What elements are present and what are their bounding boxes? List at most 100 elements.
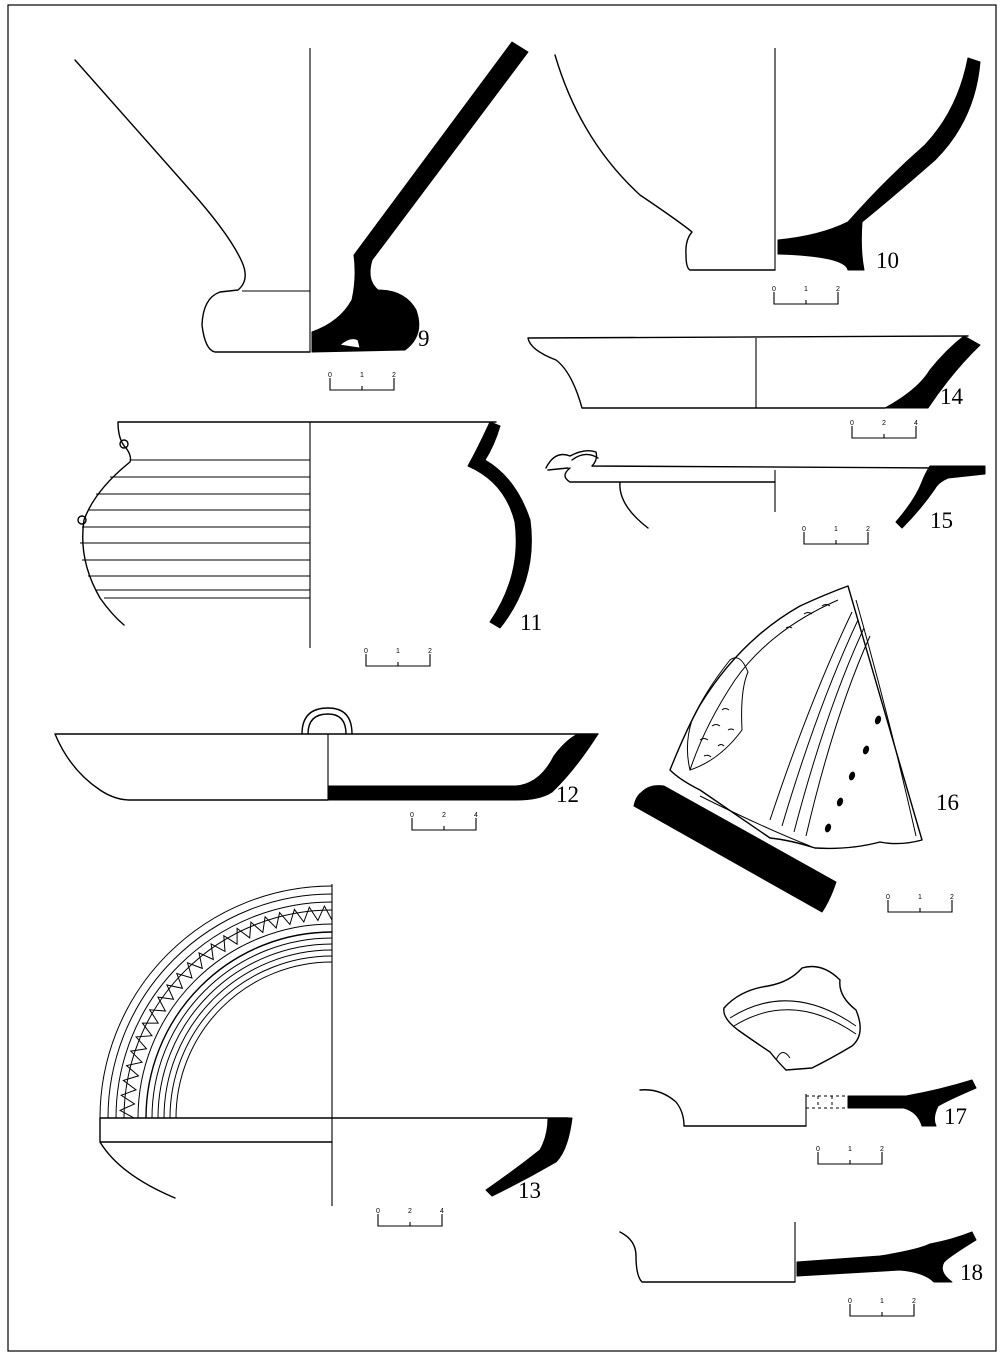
fig17-plan-ring-1 [729,1000,857,1027]
fig16-wear-marks [699,604,831,758]
fig10-scale-2: 2 [836,286,840,293]
fig16-inner-rim-line [689,599,839,771]
fig12-scale-2: 2 [442,812,446,819]
fig15-label: 15 [930,508,953,533]
figure-12: 12 0 2 4 [54,707,599,831]
fig11-scale-2: 2 [428,648,432,655]
fig14-profile-outline [527,335,969,409]
fig11-label: 11 [520,610,542,635]
figure-18: 18 0 1 2 [619,1222,983,1317]
fig15-handle [571,453,599,461]
fig13-scale-2: 2 [408,1208,412,1215]
fig13-scale-0: 0 [376,1208,380,1215]
fig9-section-void [339,338,361,349]
figure-15: 15 0 1 2 [545,449,986,545]
fig16-band-line-4 [805,635,871,837]
fig11-lug-lower [77,515,87,525]
fig18-section [796,1231,977,1283]
fig17-profile-outline [639,1089,807,1127]
fig16-worn-area [686,657,749,771]
fig15-scale-0: 0 [802,526,806,533]
fig17-plan-foot-mark [775,1052,791,1061]
fig15-scale-2: 2 [866,526,870,533]
figure-13: 13 0 2 4 [99,884,573,1227]
fig11-profile-outline [82,421,497,626]
fig16-band-line-3 [793,627,865,833]
fig16-sherd-outline [669,585,923,850]
fig12-label: 12 [556,782,579,807]
fig13-plan-view-rings [99,885,333,1119]
figure-10: 10 0 1 2 [554,48,981,305]
fig16-base-line [699,795,811,847]
fig9-scale-bar: 0 1 2 [328,372,396,391]
fig11-lug-upper [119,439,129,449]
fig11-scale-1: 1 [396,648,400,655]
fig14-scale-4: 4 [914,420,918,427]
plate-frame [7,4,997,1352]
fig13-scale-4: 4 [440,1208,444,1215]
figure-17: 17 0 1 2 [639,965,977,1165]
fig17-label: 17 [944,1104,967,1129]
fig10-profile-outline [554,54,776,271]
fig10-label: 10 [876,248,899,273]
fig16-band-line-2 [781,619,859,827]
fig14-label: 14 [940,384,964,409]
fig18-scale-bar: 0 1 2 [848,1298,916,1317]
fig10-scale-1: 1 [804,286,808,293]
figure-9: 9 0 1 2 [74,41,529,391]
fig14-scale-2: 2 [882,420,886,427]
figure-14: 14 0 2 4 [527,335,981,439]
fig12-scale-0: 0 [410,812,414,819]
fig17-section [847,1079,977,1127]
fig14-scale-bar: 0 2 4 [850,420,918,439]
fig16-dot-row [824,715,882,833]
fig16-scale-bar: 0 1 2 [886,894,954,913]
fig14-scale-0: 0 [850,420,854,427]
fig9-label: 9 [418,326,430,351]
fig16-edge-line [855,599,917,837]
fig17-scale-1: 1 [848,1146,852,1153]
fig16-scale-1: 1 [918,894,922,901]
fig15-scale-1: 1 [834,526,838,533]
fig14-section [884,335,981,409]
fig11-scale-0: 0 [364,648,368,655]
fig12-section [327,733,599,801]
fig13-zigzag-band [118,904,333,1119]
fig12-profile-outline [54,733,599,801]
fig9-scale-2: 2 [392,372,396,379]
fig17-dashed-lines [806,1095,848,1109]
fig9-profile-outline [74,59,311,353]
figure-16: 16 0 1 2 [633,585,959,913]
fig18-profile-outline [619,1231,796,1283]
fig17-scale-bar: 0 1 2 [816,1146,884,1165]
fig10-scale-bar: 0 1 2 [772,286,840,305]
fig12-scale-4: 4 [474,812,478,819]
fig16-scale-0: 0 [886,894,890,901]
fig17-sherd-plan-outline [723,965,861,1071]
fig18-scale-1: 1 [880,1298,884,1305]
fig10-scale-0: 0 [772,286,776,293]
fig9-section [311,41,529,353]
fig13-profile-outline [99,1117,569,1199]
fig13-section [485,1117,573,1197]
fig10-section [777,57,981,271]
fig15-section [895,465,986,529]
fig16-label: 16 [936,790,959,815]
fig13-scale-bar: 0 2 4 [376,1208,444,1227]
fig13-label: 13 [518,1178,541,1203]
fig11-horizontal-grooves [80,459,310,599]
fig16-scale-2: 2 [950,894,954,901]
fig9-scale-1: 1 [360,372,364,379]
fig17-scale-0: 0 [816,1146,820,1153]
fig17-scale-2: 2 [880,1146,884,1153]
fig15-profile-outline [545,449,941,529]
fig15-scale-bar: 0 1 2 [802,526,870,545]
fig12-ring-handle [301,707,353,735]
fig18-scale-2: 2 [912,1298,916,1305]
fig16-band-line-1 [769,611,853,821]
fig11-section [467,421,532,629]
fig16-section [633,785,837,913]
fig12-scale-bar: 0 2 4 [410,812,478,831]
figure-11: 11 0 1 2 [77,421,542,667]
